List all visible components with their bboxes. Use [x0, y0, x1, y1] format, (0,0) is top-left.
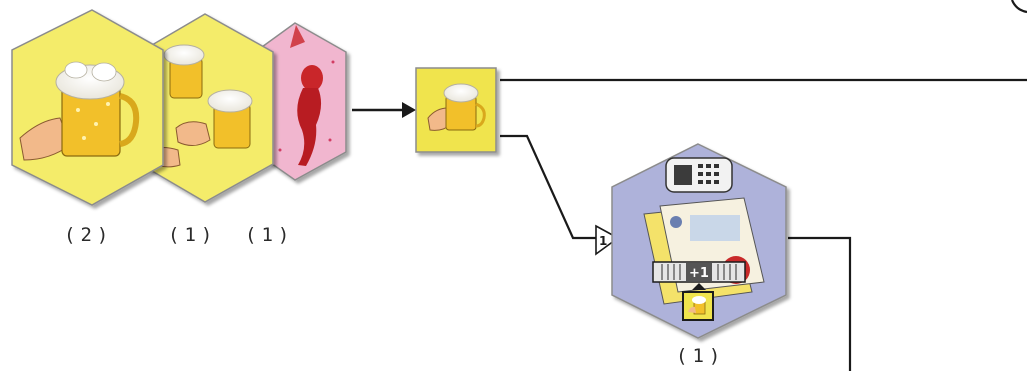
branch-marker: 1 — [595, 224, 620, 256]
branch-marker-label: 1 — [599, 234, 607, 248]
score-badge-text: +1 — [689, 266, 709, 281]
connector-lines — [500, 0, 1027, 371]
beer-toast-tile — [11, 9, 164, 206]
result-output-line — [788, 236, 852, 371]
pink-figure-tile — [254, 22, 347, 181]
beer-clink-tile — [139, 13, 274, 203]
tile-3-count-label: (1) — [245, 224, 295, 246]
score-track-icon: +1 — [652, 261, 746, 290]
beer-mug-toast-icon — [19, 61, 140, 161]
branch-line — [500, 134, 600, 240]
flow-arrow — [352, 102, 416, 118]
beer-node — [415, 67, 497, 153]
phone-icon — [665, 157, 733, 193]
tile-1-count-label: (2) — [64, 224, 114, 246]
result-tile: +1 — [611, 143, 787, 339]
result-tile-count-label: (1) — [676, 345, 726, 367]
top-right-corner — [1010, 0, 1027, 14]
tile-2-count-label: (1) — [168, 224, 218, 246]
small-beer-icon — [682, 291, 714, 321]
beer-toast-icon — [427, 83, 486, 131]
